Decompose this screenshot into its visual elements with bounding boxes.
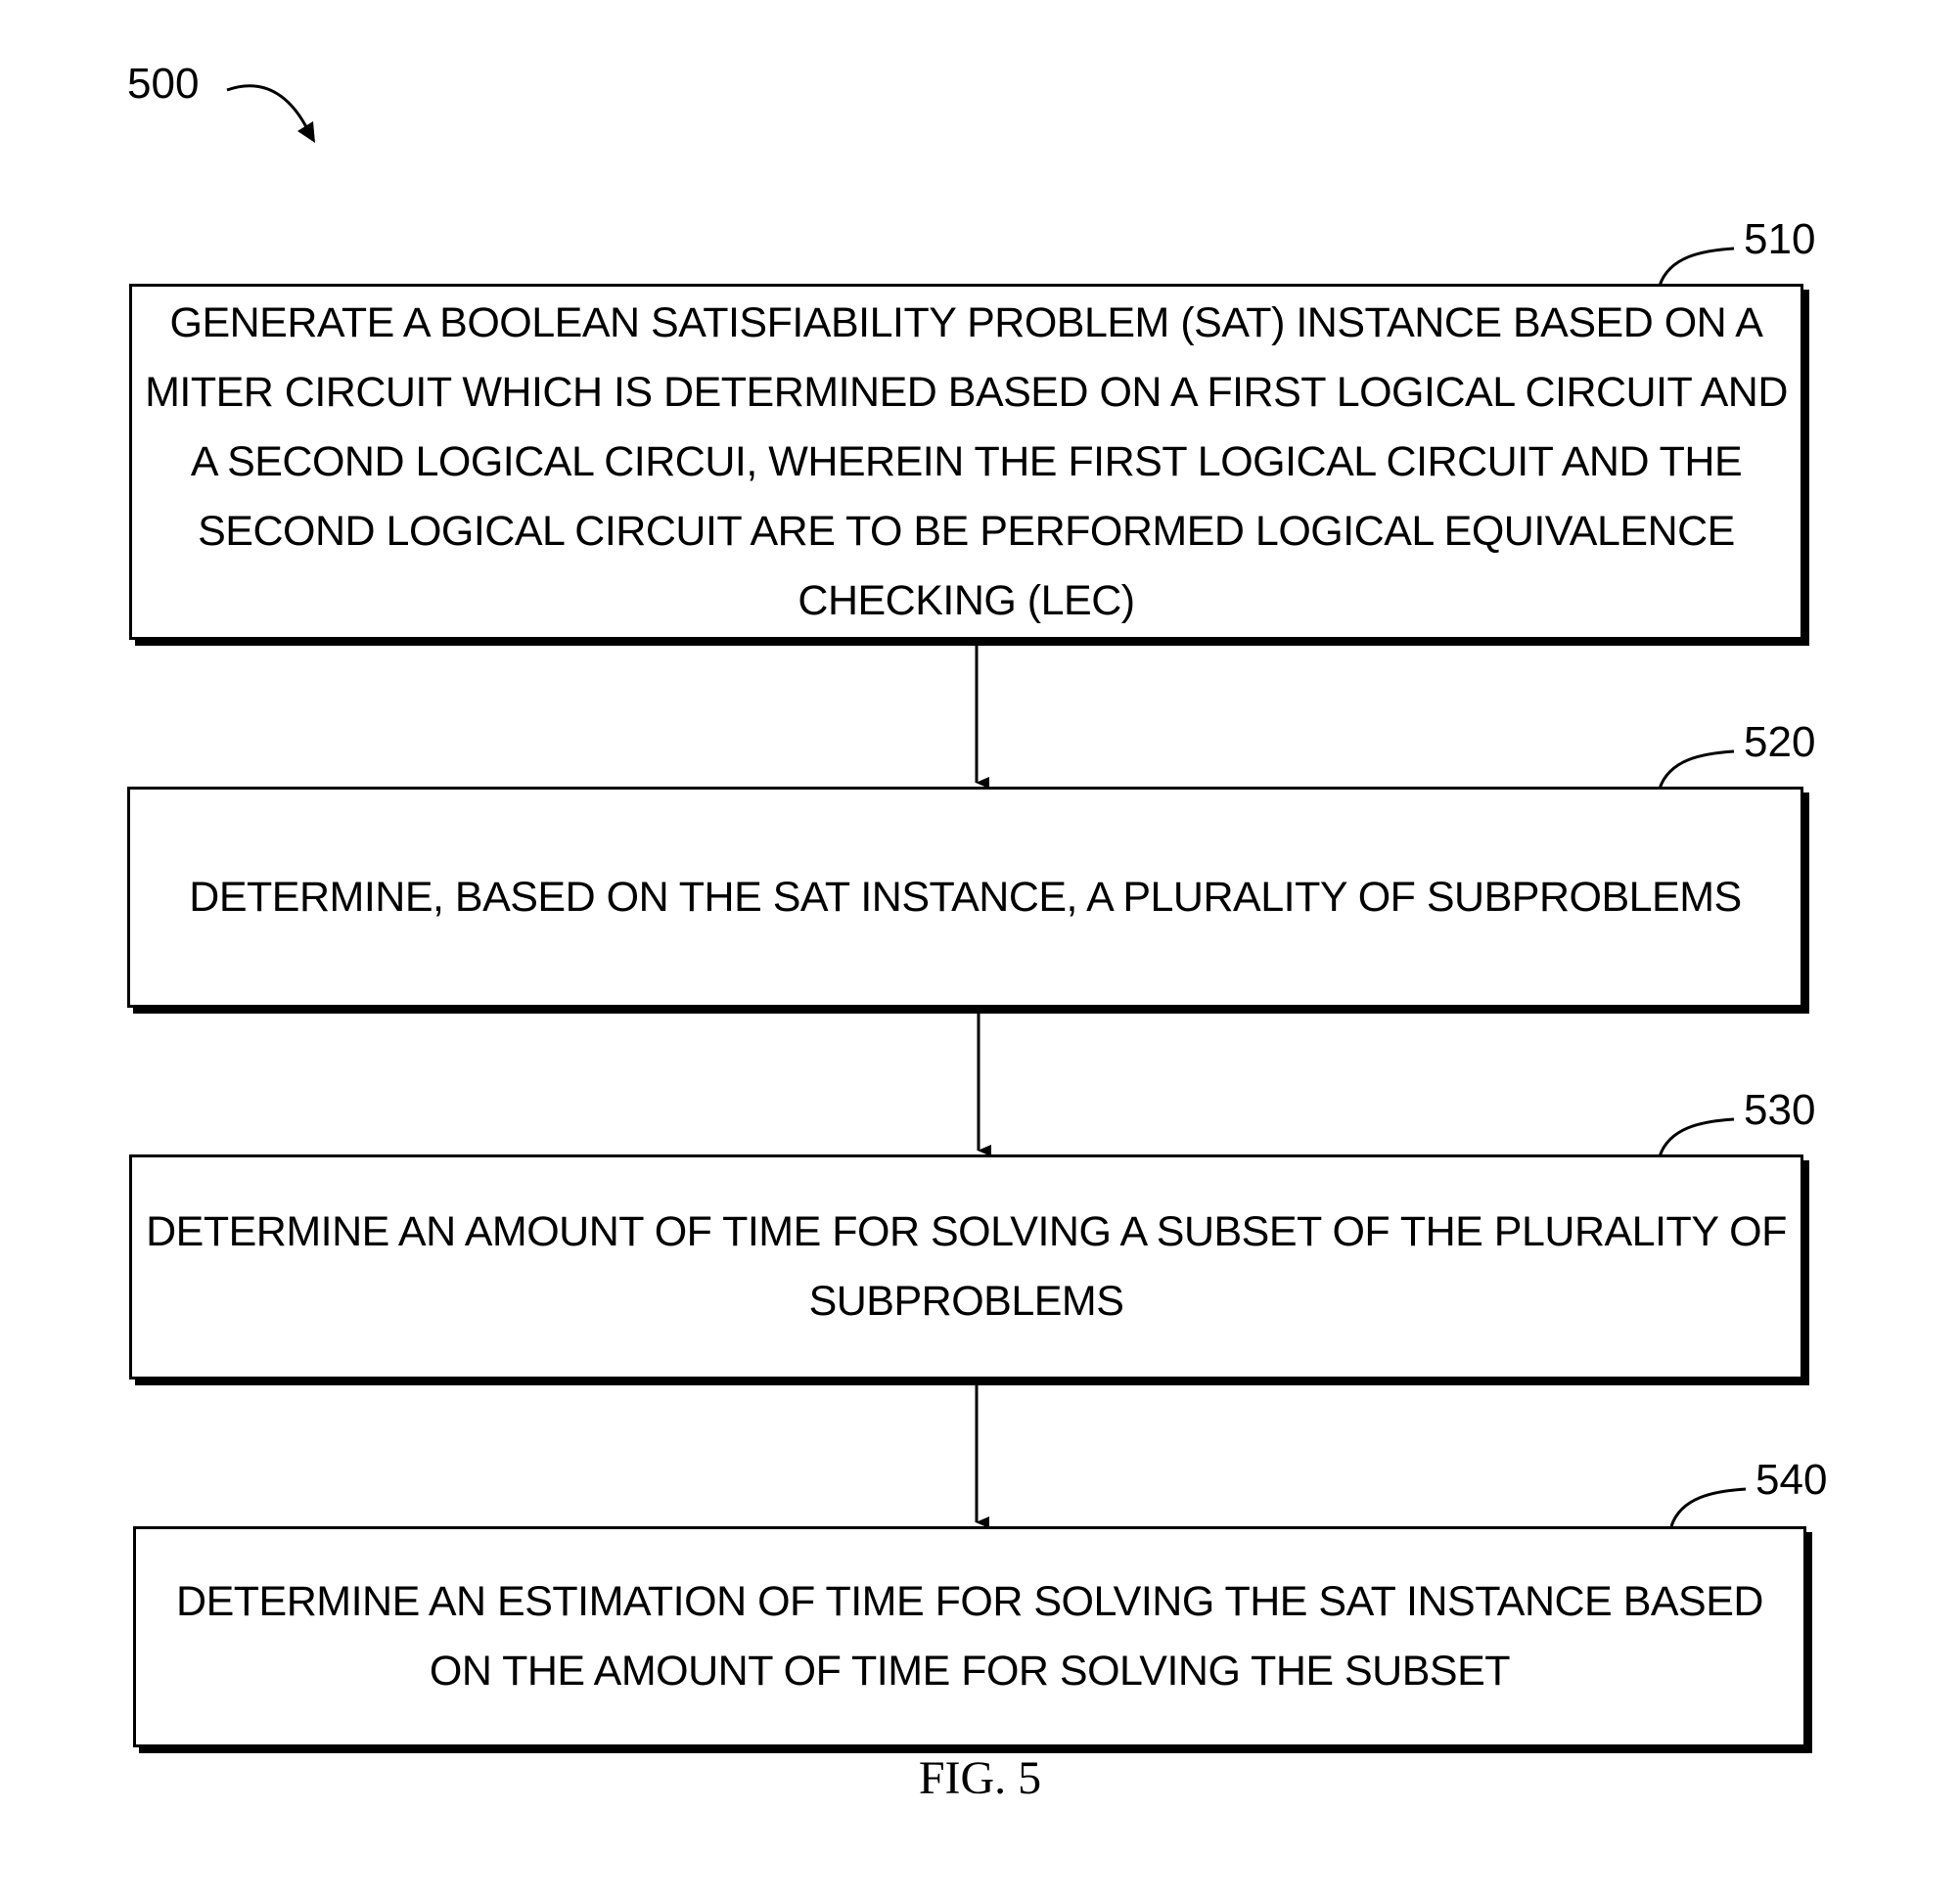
step-510-line: CHECKING (LEC) <box>798 576 1135 624</box>
step-520-text: DETERMINE, BASED ON THE SAT INSTANCE, A … <box>130 863 1800 932</box>
figure-number-arrowhead <box>297 121 315 143</box>
step-530-text: DETERMINE AN AMOUNT OF TIME FOR SOLVING … <box>132 1198 1800 1336</box>
figure-number-arrow <box>226 84 313 138</box>
step-520-line: DETERMINE, BASED ON THE SAT INSTANCE, A … <box>189 873 1742 921</box>
step-520-box: DETERMINE, BASED ON THE SAT INSTANCE, A … <box>127 787 1803 1008</box>
ref-leader-510 <box>1658 247 1735 287</box>
step-510-line: A SECOND LOGICAL CIRCUI, WHEREIN THE FIR… <box>190 437 1743 485</box>
step-510-line: GENERATE A BOOLEAN SATISFIABILITY PROBLE… <box>169 298 1763 346</box>
figure-number-label: 500 <box>127 60 199 108</box>
step-510-text: GENERATE A BOOLEAN SATISFIABILITY PROBLE… <box>132 289 1800 636</box>
step-540-box: DETERMINE AN ESTIMATION OF TIME FOR SOLV… <box>133 1526 1806 1747</box>
step-510-box: GENERATE A BOOLEAN SATISFIABILITY PROBLE… <box>129 284 1803 640</box>
figure-caption: FIG. 5 <box>918 1752 1042 1804</box>
step-530-box: DETERMINE AN AMOUNT OF TIME FOR SOLVING … <box>129 1154 1803 1380</box>
step-520-ref: 520 <box>1744 718 1816 766</box>
step-530-ref: 530 <box>1744 1086 1816 1134</box>
step-510-line: MITER CIRCUIT WHICH IS DETERMINED BASED … <box>145 368 1788 416</box>
step-540-text: DETERMINE AN ESTIMATION OF TIME FOR SOLV… <box>136 1567 1803 1706</box>
ref-leader-520 <box>1658 749 1735 790</box>
step-530-line: DETERMINE AN AMOUNT OF TIME FOR SOLVING … <box>146 1208 1787 1255</box>
ref-leader-530 <box>1658 1117 1735 1157</box>
step-540-ref: 540 <box>1755 1456 1828 1504</box>
step-540-line: ON THE AMOUNT OF TIME FOR SOLVING THE SU… <box>429 1648 1511 1695</box>
step-530-line: SUBPROBLEMS <box>808 1278 1124 1325</box>
step-510-line: SECOND LOGICAL CIRCUIT ARE TO BE PERFORM… <box>198 507 1735 555</box>
step-510-ref: 510 <box>1744 215 1816 263</box>
step-540-line: DETERMINE AN ESTIMATION OF TIME FOR SOLV… <box>176 1578 1763 1625</box>
ref-leader-540 <box>1669 1487 1747 1527</box>
